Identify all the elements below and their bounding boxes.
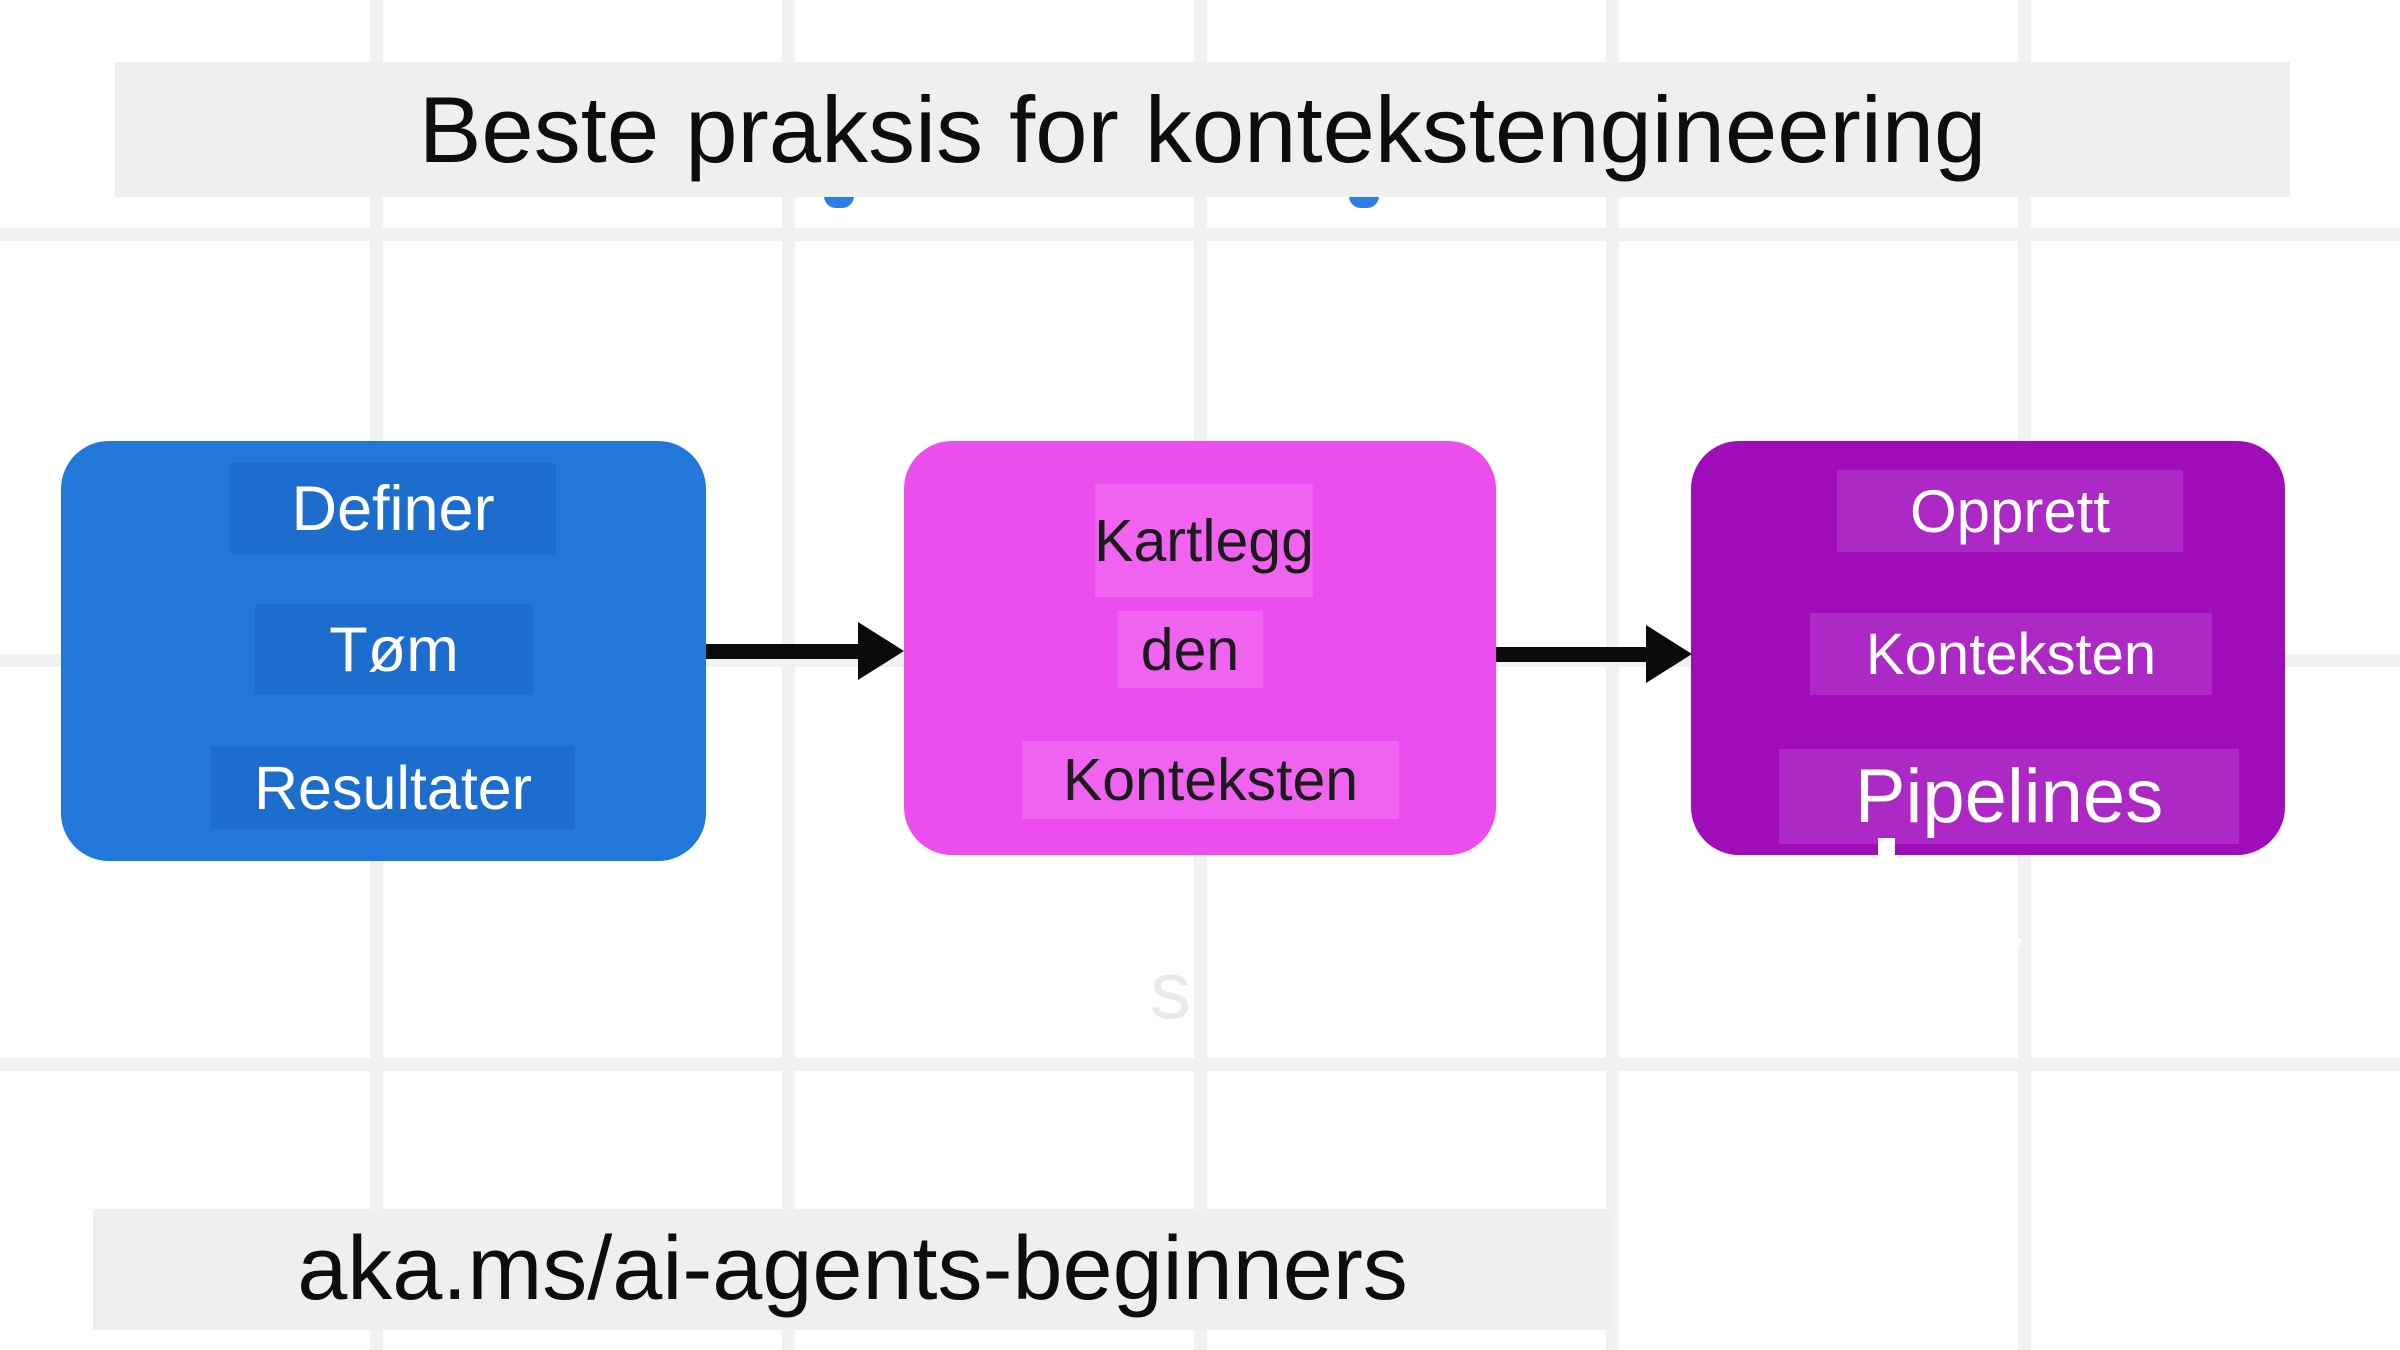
arrow-head xyxy=(858,622,904,680)
footer-url: aka.ms/ai-agents-beginners xyxy=(297,1219,1408,1319)
arrow-head xyxy=(1646,625,1692,683)
grid-line-vertical xyxy=(782,0,795,1350)
arrow-shaft xyxy=(1496,646,1646,662)
step-label: Pipelines xyxy=(1779,749,2239,844)
flow-arrow-icon xyxy=(1496,625,1692,683)
flow-step-kartlegg-den-konteksten: Kartlegg den Konteksten xyxy=(904,441,1496,855)
footer-band: aka.ms/ai-agents-beginners xyxy=(93,1209,1612,1330)
step-label: den xyxy=(1117,611,1263,688)
step-label: Tøm xyxy=(255,604,533,695)
step-label: Resultater xyxy=(211,746,575,829)
step-label: Opprett xyxy=(1837,470,2183,552)
blue-dot-icon xyxy=(824,196,854,208)
letter-descender-artifact xyxy=(1878,838,1895,876)
page-title: Beste praksis for kontekstengineering xyxy=(418,76,1987,182)
ghost-letter-artifact: s xyxy=(1150,945,1191,1036)
flow-arrow-icon xyxy=(706,622,904,680)
grid-line-horizontal xyxy=(0,1058,2400,1071)
blue-dot-icon xyxy=(1349,196,1379,208)
step-label: Konteksten xyxy=(1022,741,1399,819)
grid-line-horizontal xyxy=(0,228,2400,241)
grid-line-vertical xyxy=(1606,0,1619,1350)
step-label: Kartlegg xyxy=(1094,484,1314,597)
step-label: Definer xyxy=(230,463,556,554)
flow-step-opprett-konteksten-pipelines: Opprett Konteksten Pipelines xyxy=(1691,441,2285,855)
step-label: Konteksten xyxy=(1810,613,2212,695)
title-band: Beste praksis for kontekstengineering xyxy=(115,62,2290,197)
flow-step-definer-tom-resultater: Definer Tøm Resultater xyxy=(61,441,706,861)
arrow-shaft xyxy=(706,643,858,659)
